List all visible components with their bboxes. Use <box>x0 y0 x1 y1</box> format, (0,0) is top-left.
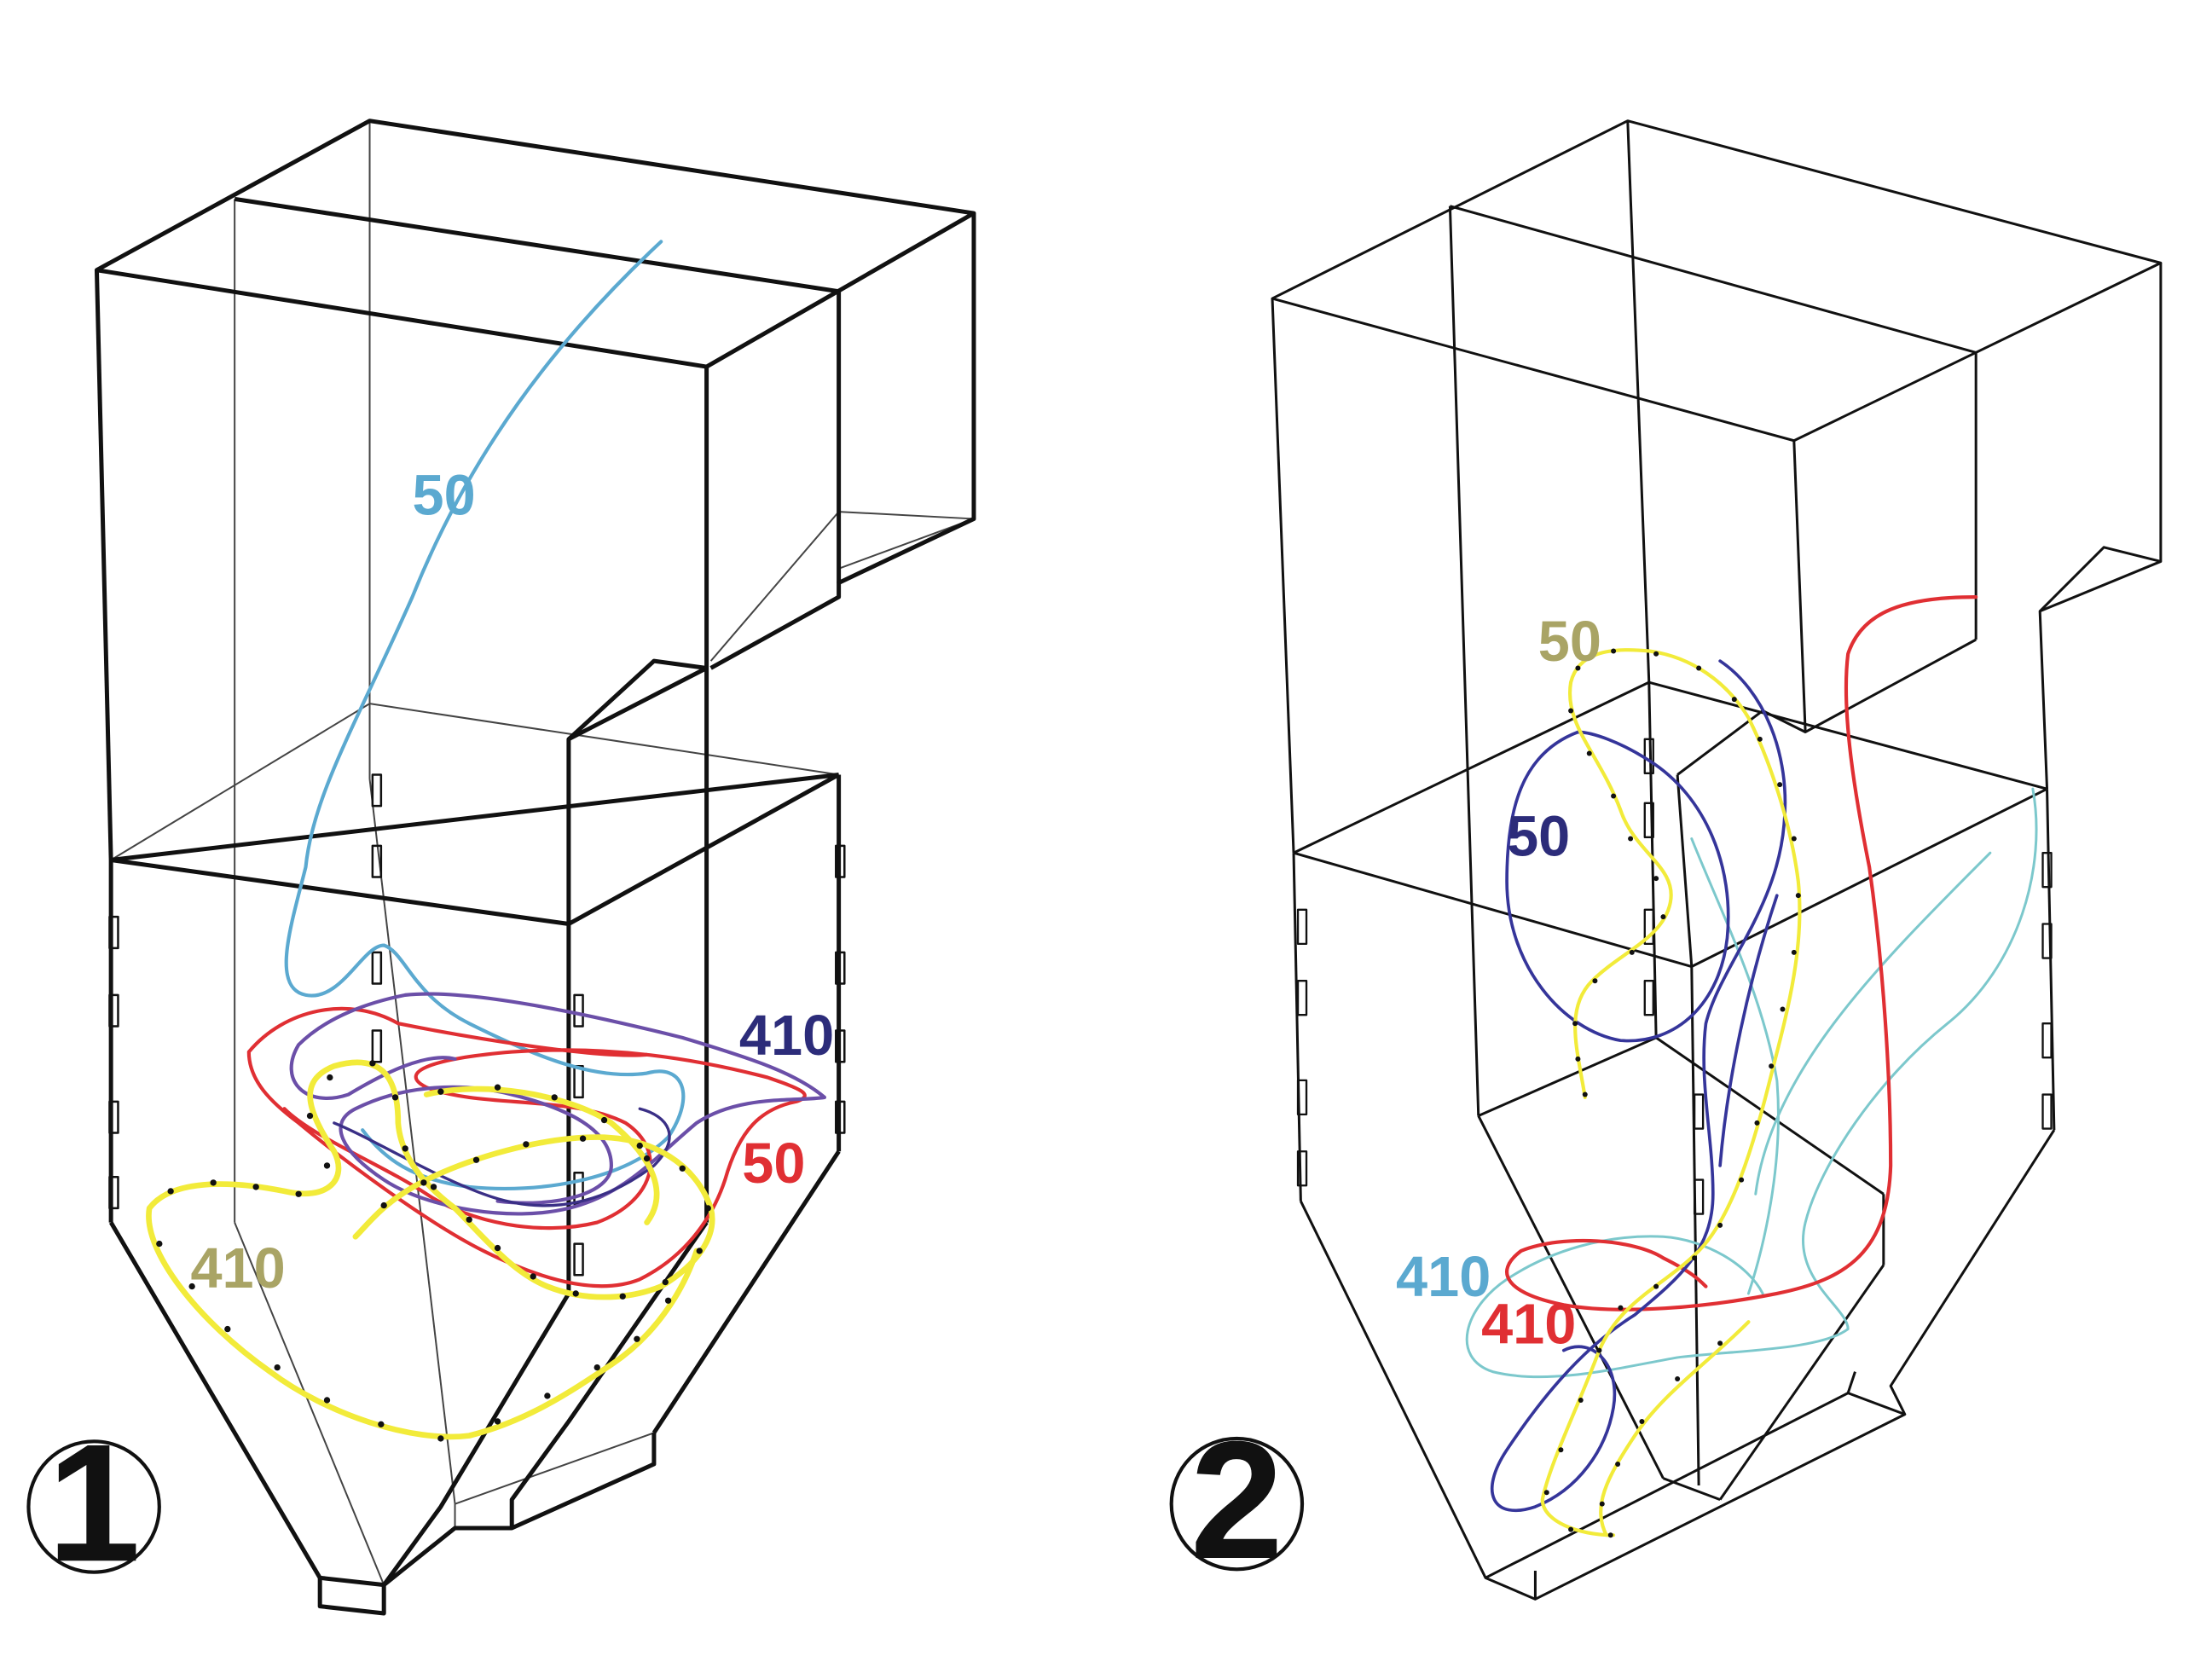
figure-1-number: 1 <box>47 1409 140 1596</box>
figure-2-trajectories <box>1465 595 2038 1538</box>
yellow-trajectory-dots-fig2 <box>1543 648 1801 1538</box>
trajectory-red-50 <box>246 1006 807 1288</box>
trajectory-light-blue-50 <box>284 240 686 1190</box>
figure-1-structure <box>94 119 976 1616</box>
yellow-trajectory-dots <box>156 1060 711 1442</box>
figure-1-number-badge: 1 <box>26 1409 161 1596</box>
figure-2-structure <box>1271 119 2163 1601</box>
trajectory-red-410 <box>1505 595 1978 1311</box>
label-fig2-olive: 50 <box>1538 611 1601 674</box>
trajectory-navy-50 <box>1491 659 1787 1513</box>
label-fig2-red: 410 <box>1481 1293 1576 1356</box>
figure-1-trajectories <box>146 240 827 1442</box>
label-fig1-olive: 410 <box>190 1237 285 1300</box>
label-fig2-navy: 50 <box>1507 806 1570 869</box>
label-fig1-red: 50 <box>742 1132 805 1196</box>
label-fig2-light-blue: 410 <box>1396 1246 1491 1309</box>
label-fig1-light-blue: 50 <box>413 464 476 527</box>
figure-1-labels: 50 410 50 410 <box>190 464 834 1300</box>
figure-2-number-badge: 2 <box>1169 1406 1305 1594</box>
trajectory-cyan-410 <box>1465 787 2038 1379</box>
figure-2-number: 2 <box>1190 1406 1283 1594</box>
trajectory-purple-410 <box>289 992 827 1216</box>
figure-2-labels: 50 50 410 410 <box>1396 611 1601 1356</box>
label-fig1-navy: 410 <box>739 1005 834 1068</box>
trajectory-navy-410 <box>333 1107 671 1207</box>
